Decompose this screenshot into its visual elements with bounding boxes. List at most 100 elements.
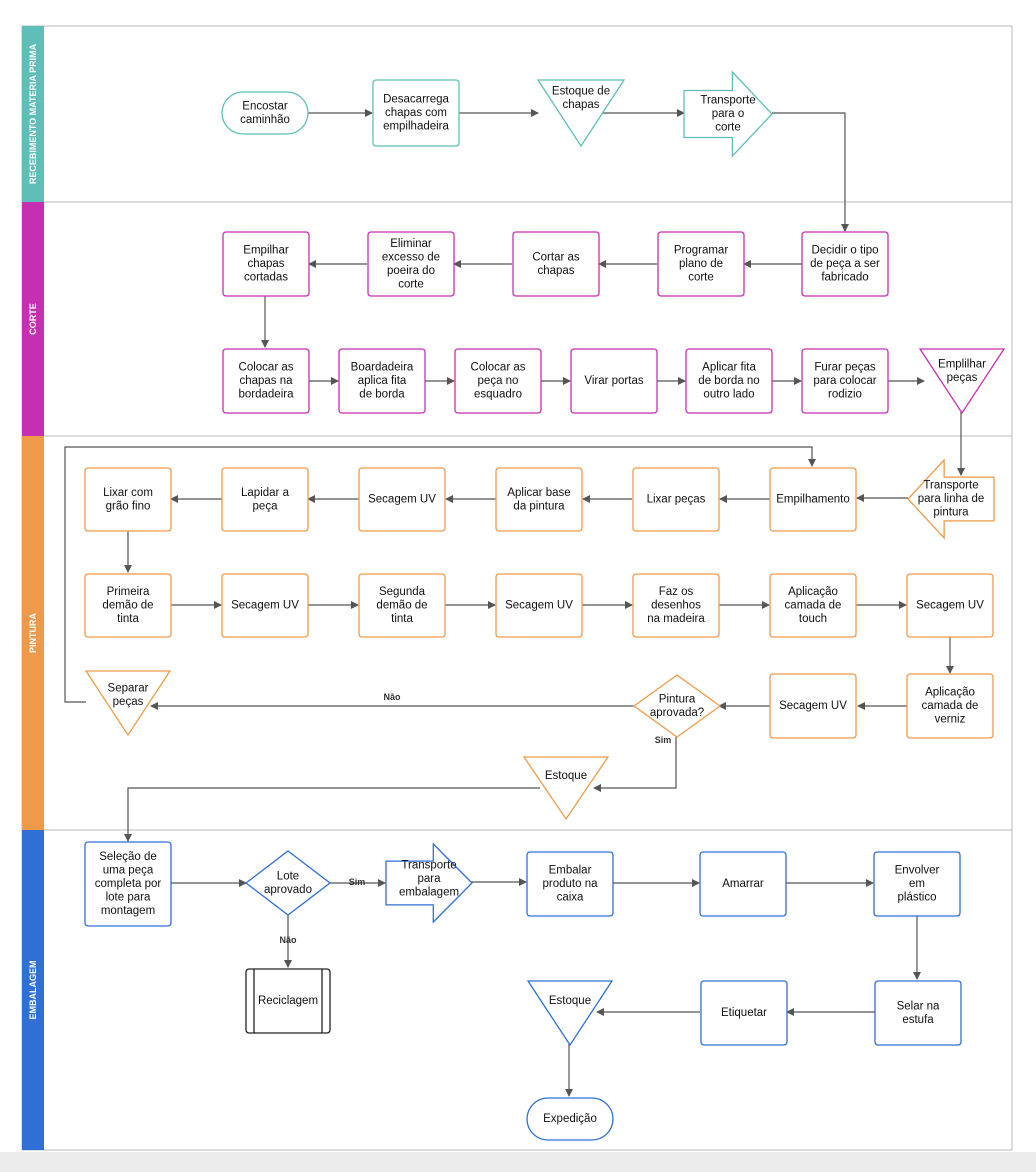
node-label: Estoque — [549, 995, 591, 1007]
node-label: Secagem UV — [916, 600, 984, 612]
node-shape — [372, 79, 460, 147]
node-shape — [222, 231, 310, 297]
lane-header-pintura — [22, 436, 44, 830]
node-shape — [512, 231, 600, 297]
node-shape — [526, 851, 614, 917]
node-shape — [84, 573, 172, 638]
node-shape — [699, 851, 787, 917]
node-shape — [769, 467, 857, 532]
node-shape — [632, 674, 722, 738]
lane-header-corte — [22, 202, 44, 436]
lane-recebimento: RECEBIMENTO MATERIA PRIMA — [22, 26, 44, 202]
edge-label-nao-lote: Não — [279, 935, 297, 945]
window-bottom-edge — [0, 1152, 1036, 1172]
node-shape — [222, 348, 310, 414]
node-estoque-final: Estoque — [526, 980, 614, 1047]
node-label: Secagem UV — [505, 600, 573, 612]
node-shape — [906, 673, 994, 739]
node-shape — [221, 91, 309, 135]
node-label: Etiquetar — [721, 1007, 767, 1019]
node-secagem1: Secagem UV — [358, 467, 446, 532]
node-shape — [769, 673, 857, 739]
node-shape — [632, 573, 720, 638]
node-lixar-pecas: Lixar peças — [632, 467, 720, 532]
node-label: Secagem UV — [779, 700, 847, 712]
node-shape — [338, 348, 426, 414]
node-shape — [495, 573, 583, 638]
node-shape — [906, 573, 994, 638]
node-shape — [367, 231, 455, 297]
node-shape — [221, 573, 309, 638]
node-label: Empilhamento — [776, 494, 850, 506]
node-label: Amarrar — [722, 878, 764, 890]
lane-embalagem: EMBALAGEM — [22, 830, 44, 1150]
node-shape — [801, 348, 889, 414]
node-shape — [454, 348, 542, 414]
lane-title-pintura: PINTURA — [28, 613, 38, 653]
edge-label-sim-lote: Sim — [349, 877, 366, 887]
edge — [124, 787, 540, 842]
node-shape — [918, 348, 1006, 415]
node-shape — [84, 670, 172, 737]
lane-header-recebimento — [22, 26, 44, 202]
node-secagem4: Secagem UV — [906, 573, 994, 638]
node-shape — [526, 980, 614, 1047]
node-shape — [84, 841, 172, 927]
edge — [593, 737, 677, 792]
node-shape — [873, 851, 961, 917]
node-secagem2: Secagem UV — [221, 573, 309, 638]
node-shape — [685, 348, 773, 414]
node-shape — [526, 1097, 614, 1141]
edge — [772, 112, 849, 232]
node-shape — [632, 467, 720, 532]
node-empilhamento: Empilhamento — [769, 467, 857, 532]
node-estoque-pintura: Estoque — [522, 756, 610, 821]
lane-header-embalagem — [22, 830, 44, 1150]
lane-title-embalagem: EMBALAGEM — [28, 961, 38, 1020]
node-shape — [700, 980, 788, 1046]
node-etiquetar: Etiquetar — [700, 980, 788, 1046]
node-shape — [536, 79, 626, 148]
node-amarrar: Amarrar — [699, 851, 787, 917]
